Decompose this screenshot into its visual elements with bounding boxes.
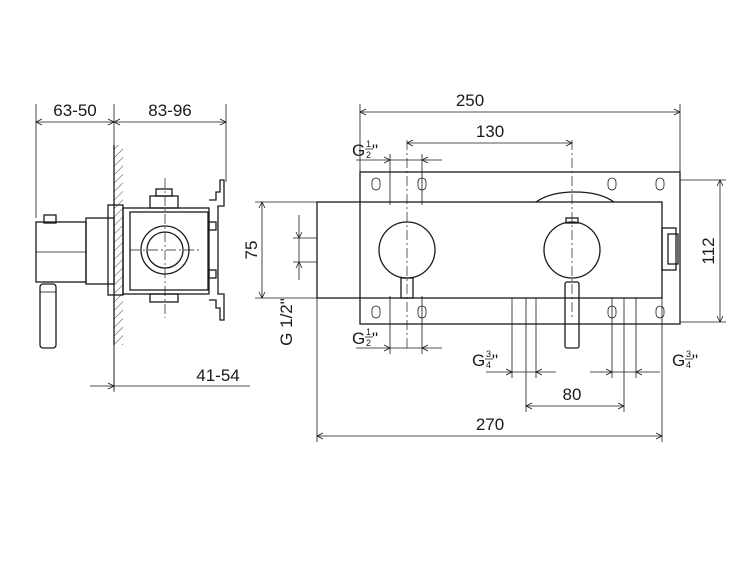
thread-label-bottom: G 1 2 " xyxy=(352,327,378,348)
arrow xyxy=(421,156,429,164)
svg-text:G: G xyxy=(472,351,485,370)
mounting-bracket xyxy=(209,179,225,321)
slot xyxy=(655,305,665,319)
svg-text:": " xyxy=(372,329,378,348)
dim-75: 75 xyxy=(242,241,261,260)
thread-label-right-outlet: G 3 4 " xyxy=(672,349,698,370)
wall-hatch xyxy=(114,145,123,345)
bracket-clip xyxy=(208,221,217,231)
arrow xyxy=(219,118,227,126)
cover-plate xyxy=(316,201,663,299)
right-lever xyxy=(564,281,580,349)
dim-130: 130 xyxy=(476,122,504,141)
arrow xyxy=(316,432,324,440)
arrow xyxy=(716,179,724,187)
arrow xyxy=(505,368,513,376)
concealed-body-inner xyxy=(129,211,209,291)
dim-80: 80 xyxy=(563,385,582,404)
svg-text:4: 4 xyxy=(686,360,691,370)
arrow xyxy=(35,118,43,126)
slot xyxy=(607,305,617,319)
svg-text:1: 1 xyxy=(366,327,371,337)
arrow xyxy=(258,291,266,299)
svg-text:3: 3 xyxy=(486,349,491,359)
dim-270: 270 xyxy=(476,415,504,434)
arrow xyxy=(295,261,303,269)
slot xyxy=(371,305,381,319)
lever xyxy=(39,283,57,349)
side-view: 63-50 83-96 41-54 xyxy=(35,101,250,392)
arrow xyxy=(673,108,681,116)
arrow xyxy=(655,432,663,440)
arrow xyxy=(421,344,429,352)
svg-text:G: G xyxy=(352,141,365,160)
body-top-bump xyxy=(535,191,615,203)
slot xyxy=(607,177,617,191)
front-view: 250 130 G 1 2 " G 1 2 " xyxy=(242,91,726,442)
dim-250: 250 xyxy=(456,91,484,110)
svg-text:": " xyxy=(372,141,378,160)
svg-text:2: 2 xyxy=(366,338,371,348)
top-fitting xyxy=(149,195,179,209)
body-flange xyxy=(107,204,124,296)
svg-text:4: 4 xyxy=(486,360,491,370)
arrow xyxy=(359,108,367,116)
concealed-body xyxy=(122,207,210,295)
arrow xyxy=(617,402,625,410)
svg-text:": " xyxy=(692,351,698,370)
top-fitting-cap xyxy=(155,188,173,197)
arrow xyxy=(525,402,533,410)
svg-text:G: G xyxy=(352,329,365,348)
svg-text:3: 3 xyxy=(686,349,691,359)
dim-side-depth: 63-50 xyxy=(53,101,96,120)
arrow xyxy=(113,118,121,126)
mounting-frame xyxy=(359,171,681,325)
slot xyxy=(417,177,427,191)
arrow xyxy=(383,156,391,164)
knob-flange xyxy=(85,217,115,285)
svg-text:1: 1 xyxy=(366,139,371,149)
thread-inlet: G 1/2" xyxy=(277,298,296,346)
arrow xyxy=(295,231,303,239)
arrow xyxy=(716,315,724,323)
arrow xyxy=(383,344,391,352)
dim-112: 112 xyxy=(699,237,718,264)
svg-text:": " xyxy=(492,351,498,370)
arrow xyxy=(406,139,414,147)
bottom-fitting xyxy=(149,293,179,303)
arrow xyxy=(565,139,573,147)
dim-side-body: 83-96 xyxy=(148,101,191,120)
svg-text:2: 2 xyxy=(366,150,371,160)
right-side-fitting-inner xyxy=(667,233,679,265)
thread-label-left-outlet: G 3 4 " xyxy=(472,349,498,370)
arrow xyxy=(535,368,543,376)
arrow xyxy=(107,382,115,390)
svg-text:G: G xyxy=(672,351,685,370)
dim-side-recess: 41-54 xyxy=(196,366,239,385)
arrow xyxy=(258,201,266,209)
arrow xyxy=(635,368,643,376)
slot xyxy=(371,177,381,191)
arrow xyxy=(605,368,613,376)
thread-label-top: G 1 2 " xyxy=(352,139,378,160)
slot xyxy=(655,177,665,191)
bracket-clip xyxy=(208,269,217,279)
knob-indicator xyxy=(43,214,57,224)
slot xyxy=(417,305,427,319)
